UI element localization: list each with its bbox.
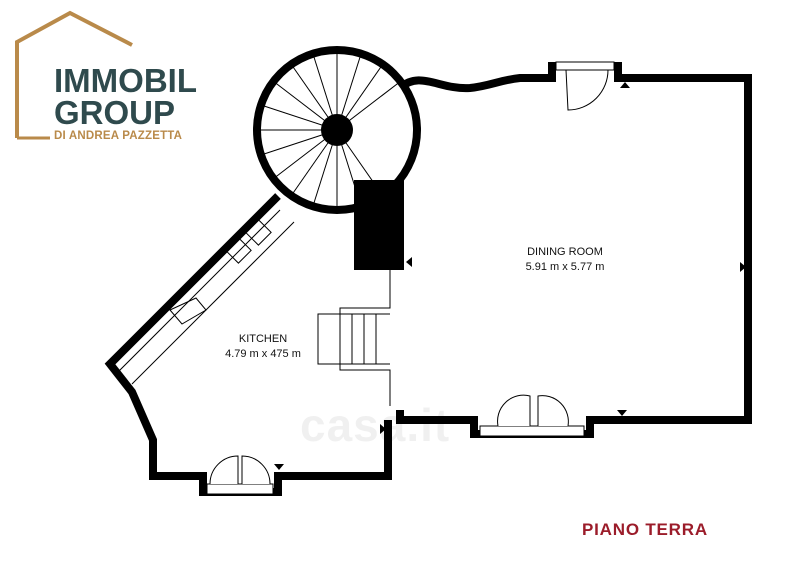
interior-stairs [317, 270, 391, 406]
door-dining-bottom [479, 394, 585, 437]
room-name: KITCHEN [238, 333, 288, 345]
logo-roof-icon [15, 10, 133, 140]
logo-subtitle: DI ANDREA PAZZETTA [54, 130, 183, 142]
logo-text-immobil: IMMOBIL [54, 62, 197, 99]
kitchen-walls [104, 193, 392, 496]
logo-text-group: GROUP [54, 94, 176, 131]
dining-room-walls [396, 62, 752, 438]
dimension-markers [274, 82, 746, 470]
wall-block [354, 180, 404, 270]
door-kitchen-bottom [206, 455, 274, 495]
room-size: 4.79 m x 475 m [225, 348, 301, 360]
room-name: DINING ROOM [527, 246, 603, 258]
room-label-kitchen: KITCHEN 4.79 m x 475 m [188, 332, 338, 362]
room-label-dining: DINING ROOM 5.91 m x 5.77 m [490, 245, 640, 275]
room-size: 5.91 m x 5.77 m [525, 261, 605, 273]
kitchen-counter [117, 209, 295, 385]
watermark: casa.it [300, 399, 451, 451]
floor-title: PIANO TERRA [582, 520, 708, 539]
spiral-staircase [253, 46, 421, 214]
door-top [555, 61, 615, 111]
